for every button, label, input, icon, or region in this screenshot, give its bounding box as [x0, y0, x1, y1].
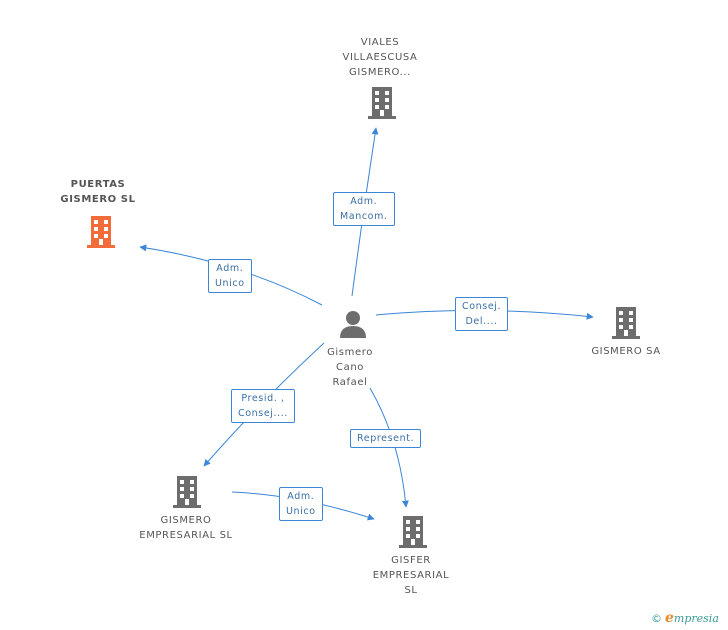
edge-label-line: Del....	[465, 316, 498, 327]
edge-label-line: Presid. ,	[241, 393, 285, 404]
building-icon[interactable]	[610, 306, 642, 340]
person-node-label[interactable]: Gismero Cano Rafael	[312, 345, 388, 390]
person-name-line: Gismero	[327, 347, 373, 358]
gismero-empresarial-node-label[interactable]: GISMERO EMPRESARIAL SL	[128, 513, 244, 543]
gisfer-node-label[interactable]: GISFER EMPRESARIAL SL	[360, 553, 462, 598]
building-icon[interactable]	[171, 475, 203, 509]
edge-label-line: Represent.	[357, 433, 415, 444]
viales-name-line: VIALES	[360, 37, 400, 48]
edge-label-line: Unico	[215, 278, 245, 289]
brand-name: mpresia	[673, 612, 719, 625]
person-icon[interactable]	[338, 309, 368, 339]
gismero-empresarial-name-line: GISMERO	[160, 515, 212, 526]
edge-label-line: Adm.	[216, 263, 244, 274]
empresia-logo: ©empresia	[651, 610, 719, 626]
edge-label-consej-del[interactable]: Consej. Del....	[455, 297, 509, 331]
gismero-sa-node-label[interactable]: GISMERO SA	[578, 344, 674, 359]
gismero-sa-name-line: GISMERO SA	[591, 346, 661, 357]
edge-label-line: Mancom.	[340, 211, 388, 222]
brand-initial: e	[665, 610, 674, 626]
person-name-line: Rafael	[332, 377, 368, 388]
copyright-symbol: ©	[651, 612, 662, 625]
viales-name-line: VILLAESCUSA	[342, 52, 418, 63]
gisfer-name-line: SL	[404, 585, 418, 596]
edge-label-adm-mancom[interactable]: Adm. Mancom.	[333, 192, 395, 226]
building-icon[interactable]	[85, 215, 117, 249]
edge-label-line: Unico	[286, 506, 316, 517]
puertas-name-line: GISMERO SL	[60, 194, 136, 205]
building-icon[interactable]	[366, 86, 398, 120]
puertas-node-label[interactable]: PUERTAS GISMERO SL	[50, 177, 146, 207]
puertas-name-line: PUERTAS	[70, 179, 126, 190]
edge-label-presid-consej[interactable]: Presid. , Consej....	[231, 389, 295, 423]
person-name-line: Cano	[336, 362, 364, 373]
gismero-empresarial-name-line: EMPRESARIAL SL	[139, 530, 233, 541]
edge-label-line: Consej.	[462, 301, 502, 312]
edge-label-line: Consej....	[238, 408, 288, 419]
edge-label-adm-unico-2[interactable]: Adm. Unico	[279, 487, 323, 521]
viales-node-label[interactable]: VIALES VILLAESCUSA GISMERO...	[322, 35, 438, 80]
edge-label-represent[interactable]: Represent.	[350, 429, 422, 448]
gisfer-name-line: GISFER	[391, 555, 431, 566]
edge-label-line: Adm.	[350, 196, 378, 207]
edge-label-line: Adm.	[287, 491, 315, 502]
viales-name-line: GISMERO...	[349, 67, 411, 78]
building-icon[interactable]	[397, 515, 429, 549]
edge-label-adm-unico[interactable]: Adm. Unico	[208, 259, 252, 293]
gisfer-name-line: EMPRESARIAL	[372, 570, 450, 581]
